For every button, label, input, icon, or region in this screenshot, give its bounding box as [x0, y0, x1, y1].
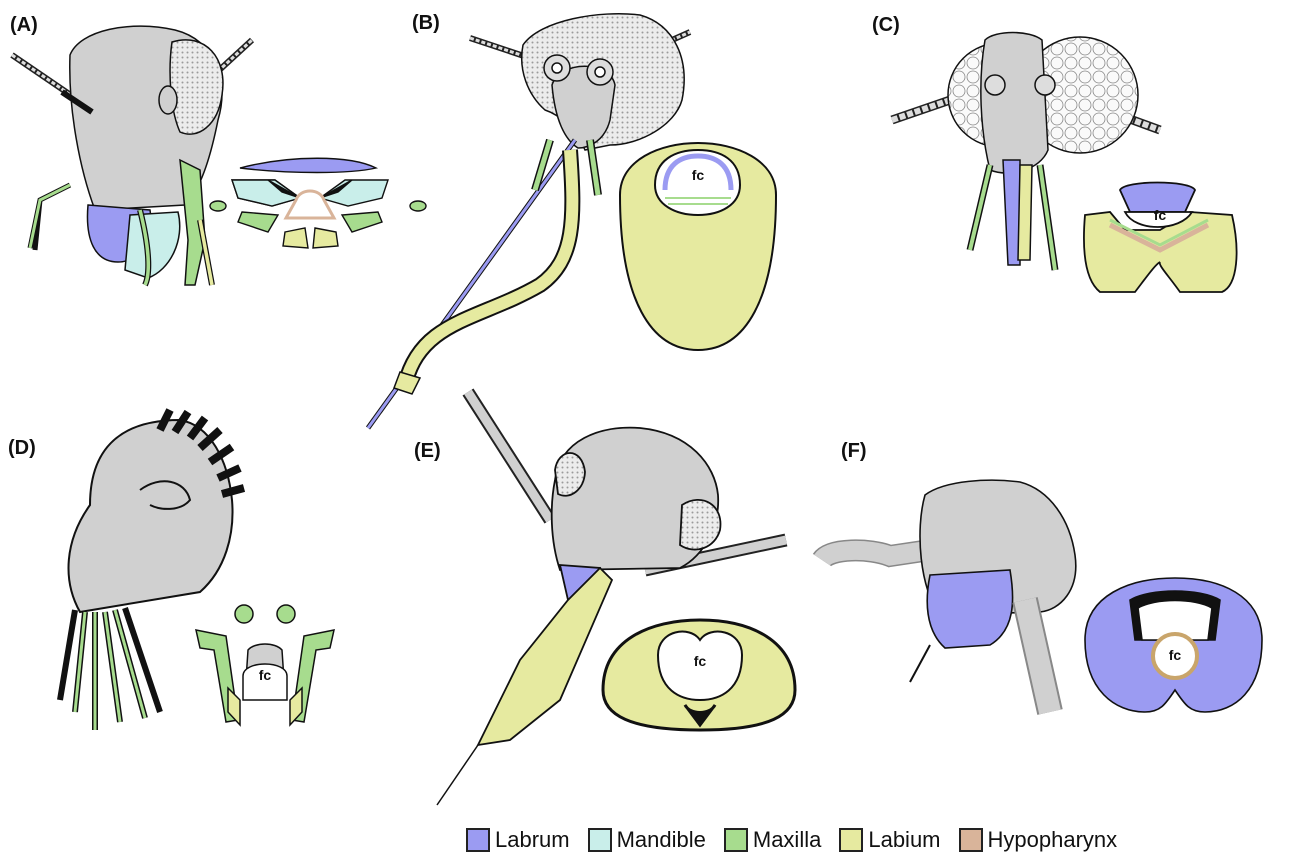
panel-b-label: (B) [412, 12, 440, 35]
panel-d-head [60, 410, 244, 730]
legend-swatch [839, 828, 863, 852]
legend-item-maxilla: Maxilla [724, 827, 821, 853]
panel-c-cross-section: fc [1084, 183, 1237, 293]
legend-swatch [724, 828, 748, 852]
legend-item-mandible: Mandible [588, 827, 706, 853]
legend: Labrum Mandible Maxilla Labium Hypophary… [466, 823, 1117, 857]
panel-f-head [822, 480, 1076, 712]
legend-label: Mandible [617, 827, 706, 853]
legend-swatch [959, 828, 983, 852]
panel-e-fc-label: fc [694, 653, 707, 669]
panel-d-fc-label: fc [259, 667, 272, 683]
panel-c-fc-label: fc [1154, 207, 1167, 223]
panel-f-label: (F) [841, 440, 867, 463]
panel-d-cross-section: fc [196, 605, 334, 725]
panel-d-label: (D) [8, 437, 36, 460]
panel-a-cross-section [210, 158, 426, 248]
legend-item-hypopharynx: Hypopharynx [959, 827, 1118, 853]
panel-e-cross-section: fc [603, 620, 795, 730]
legend-label: Labium [868, 827, 940, 853]
legend-label: Labrum [495, 827, 570, 853]
legend-label: Hypopharynx [988, 827, 1118, 853]
legend-item-labium: Labium [839, 827, 940, 853]
panel-b-cross-section: fc [620, 143, 776, 350]
panel-f-cross-section: fc [1085, 578, 1262, 712]
panel-e-head [437, 392, 786, 805]
panel-c-label: (C) [872, 14, 900, 37]
panel-a-label: (A) [10, 14, 38, 37]
legend-label: Maxilla [753, 827, 821, 853]
legend-swatch [466, 828, 490, 852]
panel-a-head [12, 26, 252, 285]
panel-f-fc-label: fc [1169, 647, 1182, 663]
legend-swatch [588, 828, 612, 852]
panel-b-fc-label: fc [692, 167, 705, 183]
panel-e-label: (E) [414, 440, 441, 463]
legend-item-labrum: Labrum [466, 827, 570, 853]
